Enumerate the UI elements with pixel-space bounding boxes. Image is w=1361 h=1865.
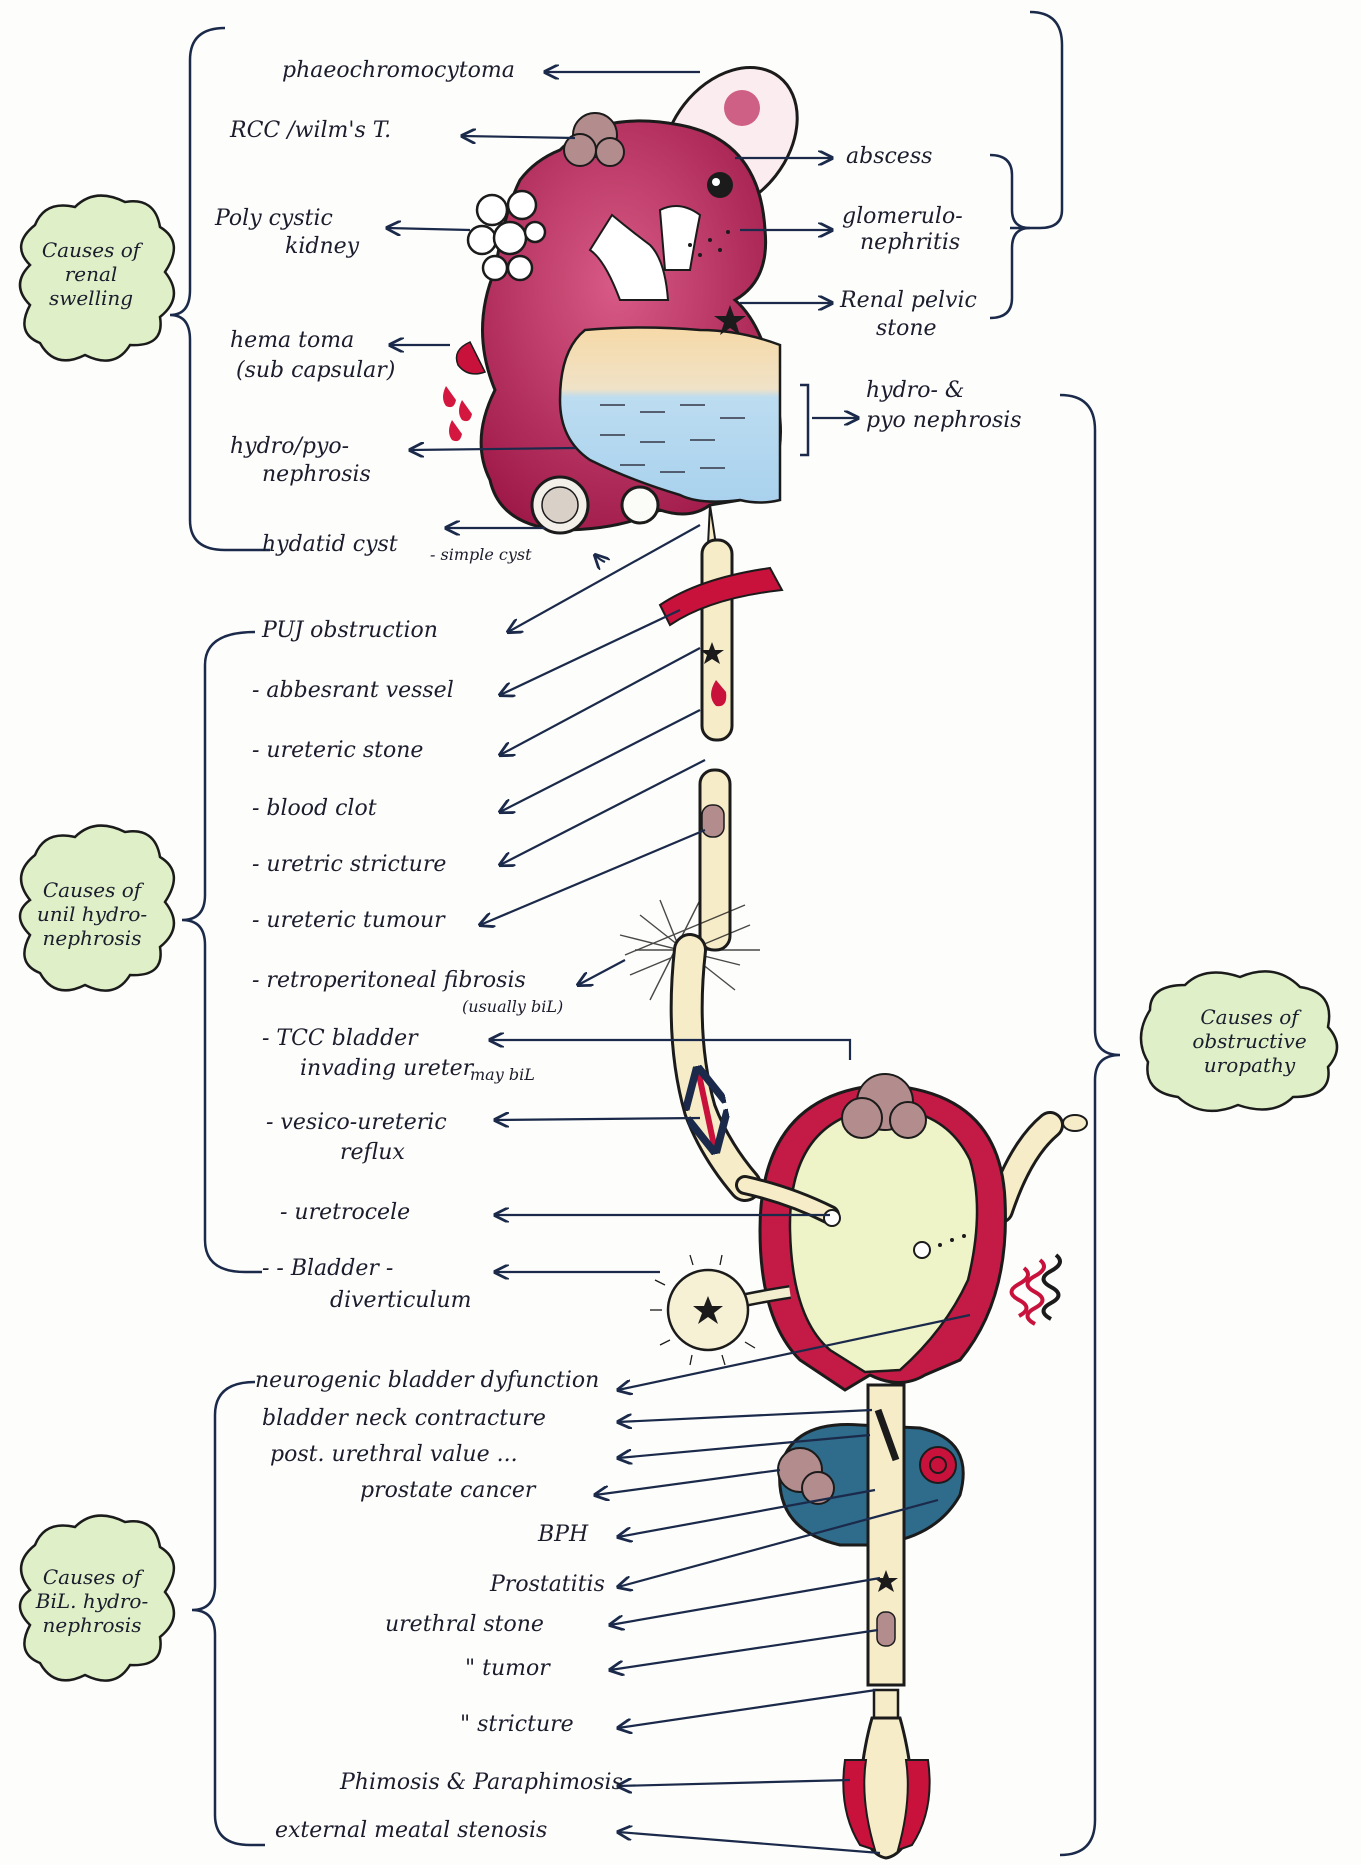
label-hydro-pyo-2: nephrosis xyxy=(262,462,371,487)
label-prostatitis: Prostatitis xyxy=(490,1572,605,1597)
bracket-bilateral xyxy=(192,1382,265,1845)
label-puj-obstruction: PUJ obstruction xyxy=(262,618,438,643)
label-uretric-stricture: - uretric stricture xyxy=(252,852,446,877)
label-renal-pelvic-2: stone xyxy=(876,316,937,341)
label-retroperitoneal-fibrosis: - retroperitoneal fibrosis xyxy=(252,968,526,993)
label-abscess: abscess xyxy=(846,144,932,169)
kidney xyxy=(443,41,825,533)
label-bladder-neck-contracture: bladder neck contracture xyxy=(262,1406,546,1431)
label-hydatid-cyst: hydatid cyst xyxy=(262,532,398,557)
cloud-label-obstructive: Causes of obstructive uropathy xyxy=(1162,1005,1337,1077)
label-external-meatal-stenosis: external meatal stenosis xyxy=(275,1818,547,1843)
label-polycystic-1: Poly cystic xyxy=(215,206,333,231)
label-renal-pelvic-1: Renal pelvic xyxy=(840,288,977,313)
label-ureteric-stone: - ureteric stone xyxy=(252,738,423,763)
label-bph: BPH xyxy=(538,1522,588,1547)
label-polycystic-2: kidney xyxy=(285,234,359,259)
label-hydro-pyo-right-2: pyo nephrosis xyxy=(866,408,1022,433)
label-phimosis: Phimosis & Paraphimosis xyxy=(340,1770,623,1795)
label-invading-ureter: invading ureter xyxy=(300,1056,473,1081)
label-urethral-stone: urethral stone xyxy=(385,1612,544,1637)
label-hydro-pyo-right-1: hydro- & xyxy=(866,378,964,403)
label-neurogenic-bladder: neurogenic bladder dyfunction xyxy=(255,1368,599,1393)
label-hydro-pyo-1: hydro/pyo- xyxy=(230,434,349,459)
cloud-label-bil-hydro: Causes of BiL. hydro-nephrosis xyxy=(30,1565,154,1637)
label-prostate-cancer: prostate cancer xyxy=(360,1478,535,1503)
label-post-urethral-valve: post. urethral value ... xyxy=(270,1442,518,1467)
label-hematoma-1: hema toma xyxy=(230,328,354,353)
label-glomerulonephritis-1: glomerulo- xyxy=(842,204,963,229)
label-uretrocele: - uretrocele xyxy=(280,1200,410,1225)
bracket-kidney-right xyxy=(990,155,1030,318)
label-phaeochromocytoma: phaeochromocytoma xyxy=(282,58,515,83)
label-usually-bil: (usually biL) xyxy=(462,998,563,1016)
cloud-label-renal-swelling: Causes of renal swelling xyxy=(32,238,150,310)
label-tcc-bladder: - TCC bladder xyxy=(262,1026,418,1051)
label-bladder-diverticulum-2: diverticulum xyxy=(330,1288,472,1313)
label-simple-cyst: - simple cyst xyxy=(430,546,532,564)
label-glomerulonephritis-2: nephritis xyxy=(860,230,960,255)
label-vesico-ureteric-1: - vesico-ureteric xyxy=(266,1110,447,1135)
label-hematoma-2: (sub capsular) xyxy=(236,358,395,383)
label-ureteric-tumour: - ureteric tumour xyxy=(252,908,445,933)
label-bladder-diverticulum-1: - - Bladder - xyxy=(262,1256,393,1281)
label-rcc-wilms: RCC /wilm's T. xyxy=(230,118,391,143)
bracket-unilateral xyxy=(182,632,262,1272)
label-aberrant-vessel: - abbesrant vessel xyxy=(252,678,454,703)
prostate-urethra xyxy=(778,1385,963,1858)
label-urethral-tumor: " tumor xyxy=(465,1656,550,1681)
cloud-label-unil-hydro: Causes of unil hydro-nephrosis xyxy=(30,878,154,950)
label-urethral-stricture: " stricture xyxy=(460,1712,574,1737)
label-blood-clot: - blood clot xyxy=(252,796,377,821)
label-vesico-ureteric-2: reflux xyxy=(340,1140,405,1165)
label-may-bil: may biL xyxy=(470,1066,535,1084)
